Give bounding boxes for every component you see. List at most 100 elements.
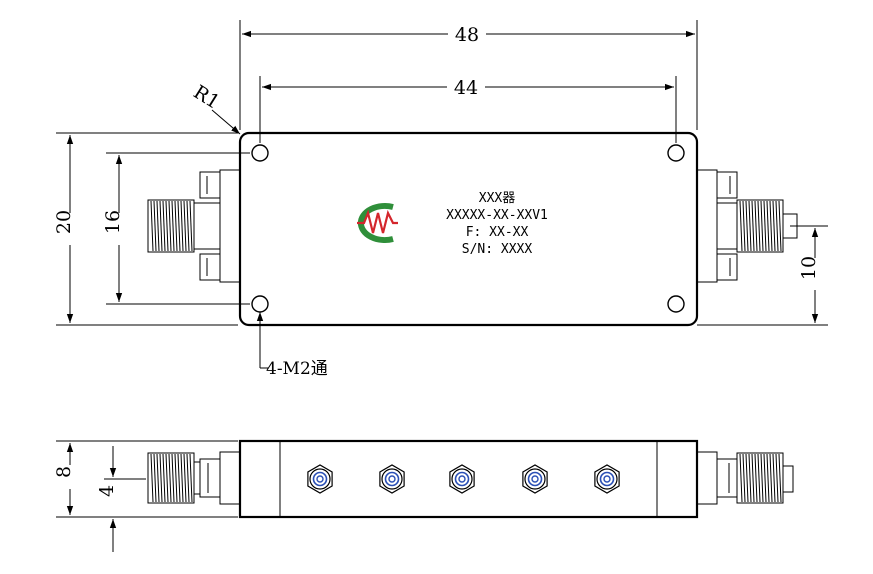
thread-line xyxy=(180,200,184,252)
thread-line xyxy=(165,453,169,503)
thread-line xyxy=(739,200,743,252)
mount-hole-bottom-right xyxy=(667,295,685,313)
thread-line xyxy=(168,453,172,503)
thread-line xyxy=(153,200,157,252)
dim-overall-length: 48 xyxy=(239,20,698,130)
dim-4-label: 4 xyxy=(96,485,118,497)
thread-line xyxy=(769,200,773,252)
dim-44-label: 44 xyxy=(454,77,478,99)
mount-note: 4-M2通 xyxy=(256,312,328,379)
thread-line xyxy=(772,453,776,503)
thread-line xyxy=(162,200,166,252)
dim-height: 20 xyxy=(53,132,238,326)
thread-line xyxy=(754,453,758,503)
thread-line xyxy=(174,453,178,503)
screw-ring xyxy=(388,475,396,483)
screw-ring xyxy=(384,471,400,487)
screw-ring xyxy=(527,471,543,487)
dim-8-label: 8 xyxy=(53,466,75,478)
label-line-2: XXXXX-XX-XXV1 xyxy=(446,208,548,223)
top-view: XXX器 XXXXX-XX-XXV1 F: XX-XX S/N: XXXX 48… xyxy=(53,20,828,379)
label-line-1: XXX器 xyxy=(479,191,515,206)
thread-line xyxy=(186,200,190,252)
screw-ring xyxy=(531,475,539,483)
screw-ring xyxy=(524,468,546,490)
thread-line xyxy=(757,200,761,252)
mounting-holes xyxy=(251,144,685,313)
screw-nut-icon xyxy=(449,464,475,494)
thread-line xyxy=(760,453,764,503)
side-right-connector xyxy=(696,451,794,505)
mount-hole-top-right xyxy=(667,144,685,162)
screw-nut-icon xyxy=(522,464,548,494)
thread-side-right xyxy=(739,453,782,503)
thread-line xyxy=(159,453,163,503)
dim-side-height: 8 xyxy=(53,440,238,518)
screw-ring xyxy=(309,468,331,490)
thread-line xyxy=(156,453,160,503)
thread-line xyxy=(754,200,758,252)
thread-line xyxy=(766,453,770,503)
tuning-screws xyxy=(307,464,620,494)
thread-line xyxy=(751,453,755,503)
thread-line xyxy=(742,200,746,252)
thread-line xyxy=(189,453,193,503)
thread-line xyxy=(778,200,782,252)
dim-hole-spacing-y: 16 xyxy=(102,152,250,305)
thread-line xyxy=(775,200,779,252)
thread-line xyxy=(763,200,767,252)
screw-ring xyxy=(603,475,611,483)
thread-line xyxy=(162,453,166,503)
thread-line xyxy=(772,200,776,252)
thread-line xyxy=(757,453,761,503)
thread-right xyxy=(739,200,782,252)
screw-ring xyxy=(454,471,470,487)
dim-16-label: 16 xyxy=(102,210,124,234)
thread-line xyxy=(183,453,187,503)
thread-line xyxy=(745,200,749,252)
thread-line xyxy=(763,453,767,503)
dim-48-label: 48 xyxy=(455,24,479,46)
thread-line xyxy=(168,200,172,252)
thread-line xyxy=(150,200,154,252)
thread-line xyxy=(186,453,190,503)
screw-ring xyxy=(599,471,615,487)
thread-line xyxy=(177,200,181,252)
thread-line xyxy=(177,453,181,503)
dim-20-label: 20 xyxy=(53,210,75,234)
screw-ring xyxy=(316,475,324,483)
thread-line xyxy=(153,453,157,503)
screw-nut-icon xyxy=(594,464,620,494)
dim-corner-radius: R1 xyxy=(190,81,241,135)
thread-line xyxy=(165,200,169,252)
thread-line xyxy=(739,453,743,503)
mount-hole-top-left xyxy=(251,144,269,162)
dim-r1-label: R1 xyxy=(190,81,224,114)
thread-line xyxy=(751,200,755,252)
side-view: 8 4 xyxy=(53,439,794,552)
thread-line xyxy=(760,200,764,252)
thread-side-left xyxy=(150,453,193,503)
label-line-3: F: XX-XX xyxy=(466,225,529,240)
right-connector xyxy=(696,169,798,283)
label-line-4: S/N: XXXX xyxy=(462,242,533,257)
screw-ring xyxy=(381,468,403,490)
screw-nut-icon xyxy=(307,464,333,494)
screw-ring xyxy=(458,475,466,483)
thread-line xyxy=(150,453,154,503)
thread-line xyxy=(778,453,782,503)
left-connector xyxy=(147,169,241,283)
thread-line xyxy=(769,453,773,503)
mount-note-text: 4-M2通 xyxy=(266,359,328,379)
dim-side-connector-offset: 4 xyxy=(96,446,146,552)
brand-logo xyxy=(357,203,398,243)
product-label: XXX器 XXXXX-XX-XXV1 F: XX-XX S/N: XXXX xyxy=(446,191,548,257)
thread-line xyxy=(180,453,184,503)
thread-line xyxy=(171,453,175,503)
thread-line xyxy=(174,200,178,252)
thread-line xyxy=(156,200,160,252)
screw-ring xyxy=(596,468,618,490)
screw-nut-icon xyxy=(379,464,405,494)
screw-ring xyxy=(312,471,328,487)
